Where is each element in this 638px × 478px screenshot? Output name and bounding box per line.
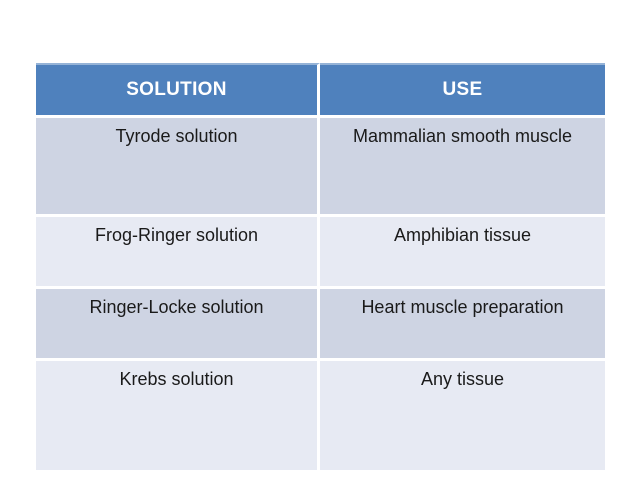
cell-solution: Krebs solution (36, 358, 320, 470)
solution-use-table-container: SOLUTION USE Tyrode solution Mammalian s… (36, 63, 605, 470)
cell-solution: Ringer-Locke solution (36, 286, 320, 358)
cell-use: Any tissue (320, 358, 605, 470)
cell-use: Amphibian tissue (320, 214, 605, 286)
table-header-row: SOLUTION USE (36, 63, 605, 115)
table-row: Ringer-Locke solution Heart muscle prepa… (36, 286, 605, 358)
cell-use: Heart muscle preparation (320, 286, 605, 358)
cell-solution: Frog-Ringer solution (36, 214, 320, 286)
table-row: Frog-Ringer solution Amphibian tissue (36, 214, 605, 286)
cell-use: Mammalian smooth muscle (320, 115, 605, 214)
cell-solution: Tyrode solution (36, 115, 320, 214)
solution-use-table: SOLUTION USE Tyrode solution Mammalian s… (36, 63, 605, 470)
table-row: Krebs solution Any tissue (36, 358, 605, 470)
table-body: Tyrode solution Mammalian smooth muscle … (36, 115, 605, 470)
column-header-solution: SOLUTION (36, 63, 320, 115)
table-header: SOLUTION USE (36, 63, 605, 115)
table-row: Tyrode solution Mammalian smooth muscle (36, 115, 605, 214)
column-header-use: USE (320, 63, 605, 115)
